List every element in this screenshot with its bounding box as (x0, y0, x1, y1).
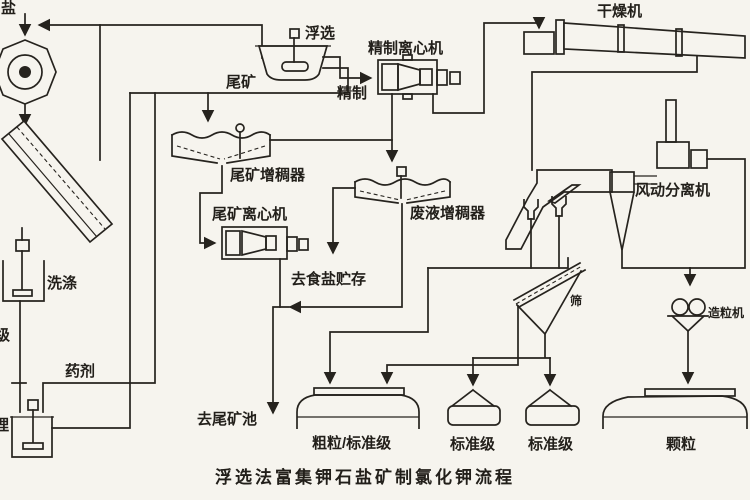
waste-thickener-icon (353, 166, 452, 204)
conditioner-outlet-line (51, 92, 131, 429)
refining-centrifuge-icon (377, 54, 461, 100)
washing-tank-icon (2, 227, 45, 302)
refining-centrifuge-label: 精制离心机 (368, 39, 443, 57)
dryer-discharge-line (531, 55, 698, 171)
conditioning-partial-label: 理 (0, 417, 9, 434)
waste-thickener-label: 废液增稠器 (410, 204, 486, 222)
dryer-icon (523, 19, 746, 59)
dryer-label: 干燥机 (597, 2, 642, 20)
conditioning-tank-icon (10, 399, 54, 458)
tailings-centrifuge-icon (221, 226, 309, 260)
diagram-title: 浮选法富集钾石盐矿制氯化钾流程 (215, 467, 515, 487)
flotation-label: 浮选 (305, 24, 335, 42)
screen-label: 筛 (570, 293, 582, 308)
fan-discharge-line (689, 158, 746, 269)
coarse-standard-pile-icon (296, 387, 420, 429)
to-tailings-pond-label: 去尾矿池 (197, 410, 257, 428)
flotation-tailings-line (129, 67, 349, 94)
crusher-icon (0, 39, 57, 127)
coarse-standard-label: 粗粒/标准级 (312, 434, 392, 452)
to-coarse-pile-left (323, 267, 429, 385)
pneumatic-separator-icon (505, 99, 708, 269)
screen-overs-line (472, 333, 551, 359)
conditioner-feed-line (11, 382, 27, 413)
refined-label: 精制 (337, 84, 367, 102)
washing-label: 洗涤 (47, 274, 77, 292)
pneumatic-separator-label: 风动分离机 (635, 181, 710, 199)
tailings-centrifuge-label: 尾矿离心机 (212, 205, 287, 223)
granulator-icon (667, 298, 709, 333)
standard-pile-2-icon (525, 388, 580, 426)
ore-partial-label: 盐 (1, 0, 16, 17)
grade-partial-label: 级 (0, 326, 11, 344)
granules-label: 颗粒 (666, 435, 696, 453)
flotation-cell-icon (255, 28, 331, 81)
to-salt-storage-label: 去食盐贮存 (291, 270, 366, 288)
cyclone-underflow-line (621, 249, 691, 269)
standard-1-label: 标准级 (449, 435, 496, 453)
granulator-label: 造粒机 (708, 305, 744, 320)
centrifuge-to-dryer-line (432, 16, 546, 114)
standard-pile-1-icon (447, 388, 501, 426)
granules-pile-icon (602, 388, 748, 429)
tailings-thickener-label: 尾矿增稠器 (230, 166, 306, 184)
to-tailings-pond-line (266, 306, 290, 415)
refined-feed-line (322, 56, 373, 85)
screen-unders-line (380, 305, 519, 385)
separator-collector-line (427, 257, 569, 269)
reagent-label: 药剂 (65, 362, 95, 380)
tailings-label: 尾矿 (226, 73, 256, 91)
tailings-thickener-icon (170, 123, 272, 164)
waste-underflow-line (288, 203, 403, 314)
inclined-drum-screen-icon (0, 119, 114, 244)
thickener-underflow-line (199, 165, 223, 250)
recycle-to-conditioner-line (42, 92, 156, 413)
to-salt-storage-line (326, 187, 356, 255)
standard-2-label: 标准级 (527, 435, 574, 453)
